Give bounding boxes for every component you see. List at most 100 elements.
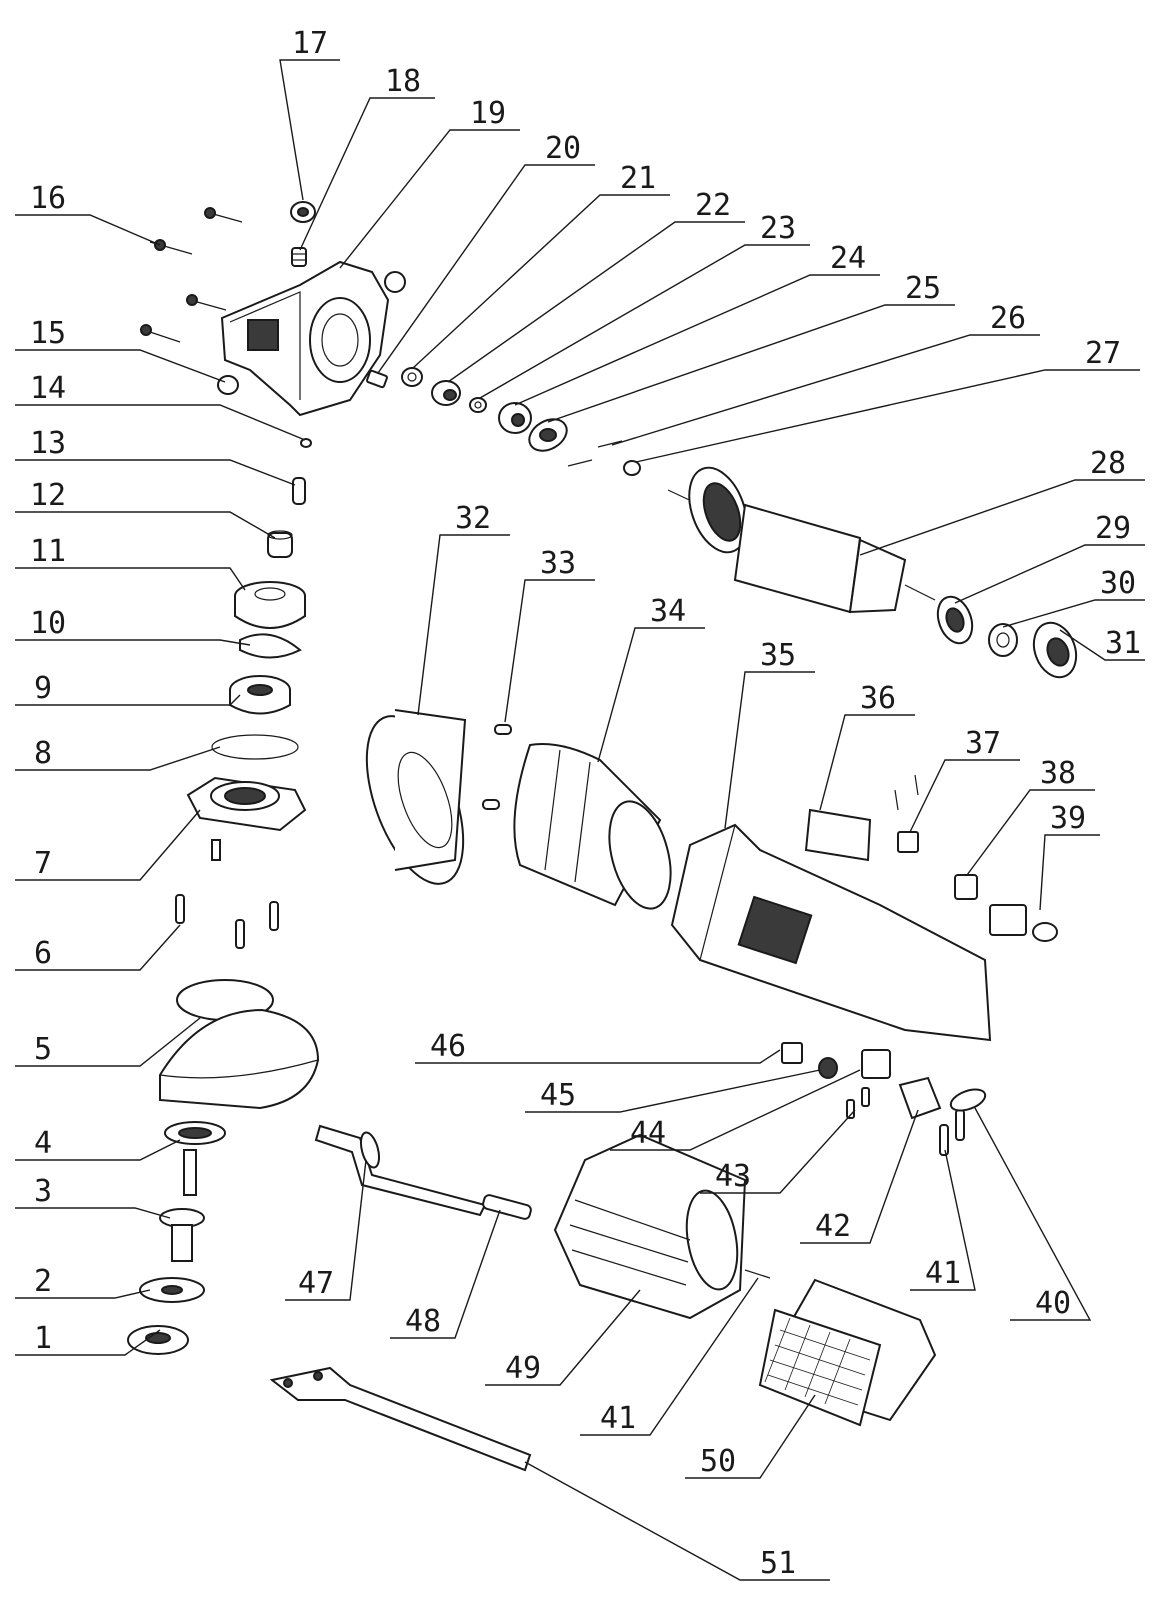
label-27: 27	[1085, 336, 1121, 371]
part-21-nut	[401, 367, 423, 387]
part-39-switch	[989, 904, 1058, 942]
part-51-wrench	[269, 1366, 532, 1472]
label-39: 39	[1050, 801, 1086, 836]
part-40-cord-clamp	[949, 1088, 987, 1112]
label-34: 34	[650, 594, 686, 629]
part-11-gear	[234, 581, 306, 629]
label-5: 5	[34, 1032, 52, 1067]
label-2: 2	[34, 1264, 52, 1299]
label-11: 11	[30, 534, 66, 569]
label-47: 47	[298, 1266, 334, 1301]
label-38: 38	[1040, 756, 1076, 791]
part-13-pin	[292, 477, 306, 505]
part-15-plug	[217, 375, 239, 395]
label-29: 29	[1095, 511, 1131, 546]
label-42: 42	[815, 1209, 851, 1244]
label-26: 26	[990, 301, 1026, 336]
part-3-spindle	[159, 1149, 205, 1262]
part-29-fan-baffle	[936, 595, 974, 645]
part-37-brush	[894, 774, 919, 853]
part-25-bearing-plate	[528, 418, 568, 452]
label-48: 48	[405, 1304, 441, 1339]
label-45: 45	[540, 1078, 576, 1113]
label-51: 51	[760, 1546, 796, 1581]
part-38-switch-connector	[954, 874, 978, 900]
part-50-filter	[758, 1278, 937, 1427]
label-46: 46	[430, 1029, 466, 1064]
part-31-bearing-sleeve	[1032, 621, 1078, 679]
part-35-motor-housing	[670, 823, 992, 1042]
label-24: 24	[830, 241, 866, 276]
part-22-pinion	[431, 380, 461, 406]
label-16: 16	[30, 181, 66, 216]
label-3: 3	[34, 1174, 52, 1209]
part-12-bushing	[267, 530, 293, 558]
part-6-screws	[175, 894, 279, 949]
label-1: 1	[34, 1321, 52, 1356]
label-41-right: 41	[925, 1256, 961, 1291]
label-18: 18	[385, 64, 421, 99]
part-47-48-side-handle	[314, 1124, 532, 1220]
label-36: 36	[860, 681, 896, 716]
part-43-screws	[846, 1087, 870, 1119]
label-43: 43	[715, 1159, 751, 1194]
label-35: 35	[760, 638, 796, 673]
label-23: 23	[760, 211, 796, 246]
part-2-inner-flange	[139, 1277, 205, 1303]
label-12: 12	[30, 478, 66, 513]
label-22: 22	[695, 188, 731, 223]
label-15: 15	[30, 316, 66, 351]
label-44: 44	[630, 1116, 666, 1151]
part-16-screws	[140, 207, 243, 343]
part-17-bearing	[290, 201, 316, 223]
part-42-suppressor	[898, 1076, 942, 1120]
part-30-bearing	[988, 623, 1018, 657]
part-33-pins	[482, 724, 512, 810]
part-45-spring	[818, 1057, 838, 1079]
label-7: 7	[34, 846, 52, 881]
label-41-lower: 41	[600, 1401, 636, 1436]
label-19: 19	[470, 96, 506, 131]
label-10: 10	[30, 606, 66, 641]
part-7-bearing-housing	[186, 776, 307, 861]
part-46-brush	[781, 1042, 803, 1064]
part-28-armature	[667, 466, 936, 614]
label-50: 50	[700, 1444, 736, 1479]
label-28: 28	[1090, 446, 1126, 481]
label-14: 14	[30, 371, 66, 406]
part-10-retaining-ring	[239, 633, 302, 659]
label-33: 33	[540, 546, 576, 581]
part-26-screws	[567, 440, 623, 467]
part-41-screw-lower	[744, 1269, 771, 1279]
part-34-stator	[513, 743, 672, 910]
part-24-bearing	[498, 402, 532, 434]
label-17: 17	[292, 26, 328, 61]
part-1-outer-flange	[127, 1325, 189, 1355]
label-6: 6	[34, 936, 52, 971]
part-44-brush-holder	[861, 1049, 891, 1079]
part-9-bearing	[229, 675, 291, 715]
label-49: 49	[505, 1351, 541, 1386]
part-23-washer	[469, 397, 487, 413]
part-36-label	[804, 808, 872, 862]
part-14-circlip	[300, 438, 312, 448]
label-25: 25	[905, 271, 941, 306]
label-31: 31	[1105, 626, 1141, 661]
label-40: 40	[1035, 1286, 1071, 1321]
label-13: 13	[30, 426, 66, 461]
label-30: 30	[1100, 566, 1136, 601]
label-8: 8	[34, 736, 52, 771]
part-5-wheel-guard	[159, 979, 320, 1110]
label-32: 32	[455, 501, 491, 536]
part-32-baffle	[365, 709, 467, 885]
part-20-key	[366, 369, 388, 389]
part-8-o-ring	[211, 734, 299, 760]
label-4: 4	[34, 1126, 52, 1161]
label-21: 21	[620, 161, 656, 196]
part-27-washer	[623, 460, 641, 476]
part-19-gear-housing	[220, 260, 406, 417]
part-18-spring	[291, 247, 307, 267]
part-4-washer	[164, 1121, 226, 1145]
label-9: 9	[34, 671, 52, 706]
